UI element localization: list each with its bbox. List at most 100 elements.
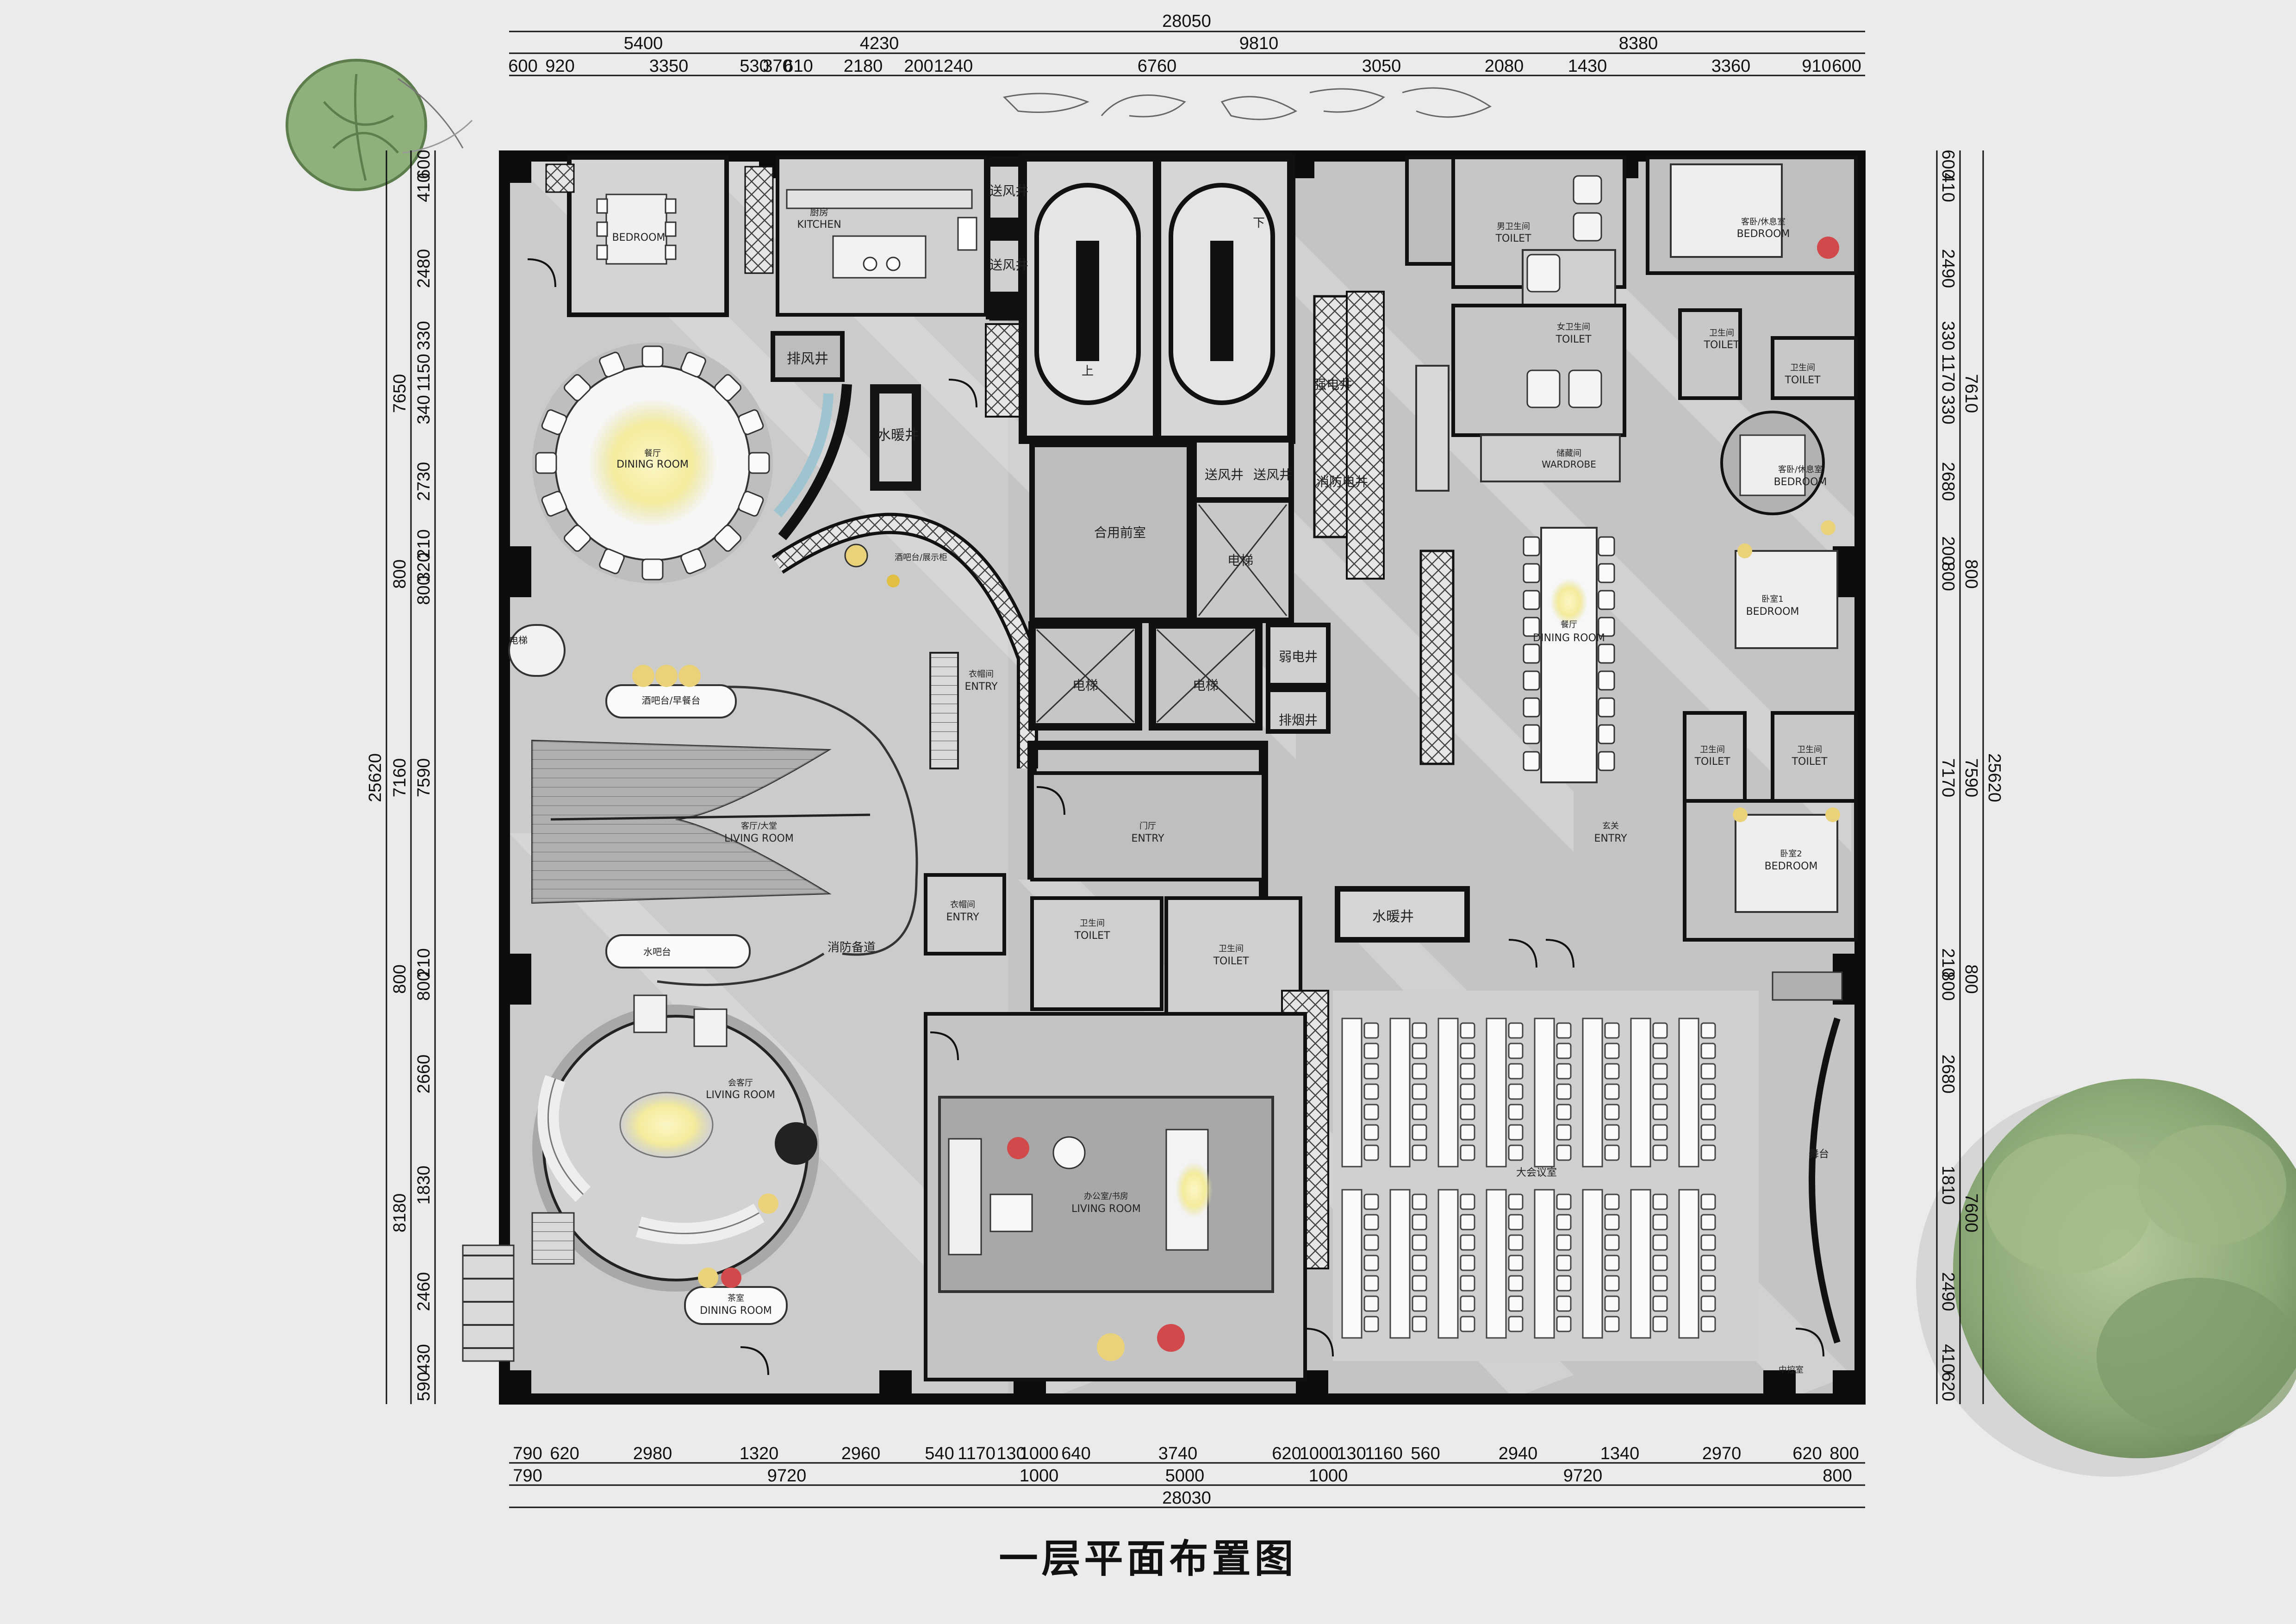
dim-left-d3: 330 bbox=[414, 321, 434, 350]
conference-seat bbox=[1604, 1104, 1620, 1120]
label-toilet-c-cn: 卫生间 bbox=[1700, 745, 1725, 755]
conference-seat bbox=[1460, 1275, 1475, 1292]
curved-glass-wall bbox=[773, 384, 852, 540]
conference-seat bbox=[1460, 1144, 1475, 1161]
conference-seat bbox=[1363, 1043, 1379, 1059]
dim-bottom-total: 28030 bbox=[1162, 1488, 1211, 1508]
tree-bottom-right bbox=[1916, 1079, 2296, 1477]
dim-right-d11: 800 bbox=[1938, 971, 1958, 1000]
conference-seat bbox=[1508, 1144, 1524, 1161]
right-bedrooms bbox=[1646, 156, 1858, 942]
label-dining: DINING ROOM bbox=[616, 459, 689, 470]
label-suite-a-cn: 客卧/休息室 bbox=[1741, 217, 1786, 227]
label-tea-cn: 茶室 bbox=[728, 1293, 744, 1303]
label-songfeng-d: 送风井 bbox=[1253, 467, 1292, 482]
conference-desk bbox=[1341, 1189, 1363, 1339]
dim-right-total: 25620 bbox=[1985, 753, 2004, 802]
conference-seat bbox=[1652, 1255, 1668, 1271]
dim-bottom-d20: 800 bbox=[1829, 1444, 1859, 1463]
dim-left-d15: 2460 bbox=[414, 1272, 434, 1312]
dining-chair bbox=[1598, 697, 1615, 718]
label-lift-c: 电梯 bbox=[1193, 678, 1219, 693]
conference-seat bbox=[1604, 1043, 1620, 1059]
label-bedroom-top-left: BEDROOM bbox=[612, 232, 666, 244]
conference-desk bbox=[1582, 1189, 1603, 1339]
dim-bottom-mid-7: 800 bbox=[1823, 1466, 1852, 1486]
conference-seat bbox=[1556, 1124, 1572, 1141]
dim-bottom-mid-6: 9720 bbox=[1563, 1466, 1603, 1486]
conference-seat bbox=[1604, 1295, 1620, 1312]
dining-chair bbox=[535, 452, 557, 474]
conference-seat bbox=[1556, 1255, 1572, 1271]
label-entry-a: ENTRY bbox=[964, 681, 998, 693]
label-shuinuan2: 水暖井 bbox=[1372, 909, 1414, 925]
conference-seat bbox=[1460, 1234, 1475, 1251]
dim-right-d4: 1170 bbox=[1938, 354, 1958, 392]
dim-top-d8: 1240 bbox=[934, 56, 973, 76]
dim-left-d17: 590 bbox=[414, 1372, 434, 1401]
conference-seat bbox=[1652, 1063, 1668, 1080]
conference-desk bbox=[1341, 1018, 1363, 1168]
conference-seat bbox=[1556, 1144, 1572, 1161]
label-stair-up: 上 bbox=[1082, 364, 1094, 378]
conference-seat bbox=[1700, 1255, 1716, 1271]
office bbox=[924, 1012, 1307, 1381]
label-bed2-cn: 卧室2 bbox=[1780, 849, 1802, 859]
label-meeting-living: LIVING ROOM bbox=[706, 1089, 775, 1101]
dim-bottom-d16: 2940 bbox=[1499, 1444, 1538, 1463]
dim-left-d10: 7590 bbox=[414, 758, 434, 798]
conference-seat bbox=[1700, 1043, 1716, 1059]
conference-seat bbox=[1556, 1063, 1572, 1080]
conference-seat bbox=[1652, 1124, 1668, 1141]
conference-seat bbox=[1556, 1193, 1572, 1210]
dim-top-d14: 910 bbox=[1802, 56, 1831, 76]
dining-chair bbox=[738, 409, 764, 435]
conference-seat bbox=[1700, 1193, 1716, 1210]
conference-seat bbox=[1460, 1214, 1475, 1230]
conference-desk bbox=[1678, 1018, 1699, 1168]
dim-top-d4: 370 bbox=[763, 56, 792, 76]
label-bed1-cn: 卧室1 bbox=[1761, 594, 1783, 604]
conference-seat bbox=[1363, 1022, 1379, 1039]
dim-right-mid-1: 7610 bbox=[1961, 374, 1981, 413]
conference-seat bbox=[1412, 1255, 1427, 1271]
conference-seat bbox=[1700, 1316, 1716, 1332]
dim-bottom-d14: 1160 bbox=[1365, 1444, 1403, 1463]
dim-top-mid-4: 8380 bbox=[1619, 34, 1658, 53]
toilets-top bbox=[1346, 156, 1626, 580]
conference-seat bbox=[1412, 1316, 1427, 1332]
label-ruodian: 弱电井 bbox=[1279, 649, 1318, 664]
label-office-cn: 办公室/书房 bbox=[1084, 1192, 1128, 1201]
conference-seat bbox=[1700, 1063, 1716, 1080]
dining-chair bbox=[1523, 697, 1540, 718]
conference-seat bbox=[1556, 1234, 1572, 1251]
conference-seat bbox=[1460, 1295, 1475, 1312]
dims-right: 25620 7610 800 7590 800 7600 600 410 249… bbox=[1938, 150, 2004, 1401]
dim-left-d11: 210 bbox=[414, 948, 434, 977]
conference-desk bbox=[1630, 1018, 1651, 1168]
label-wardrobe-cn: 储藏间 bbox=[1556, 449, 1581, 458]
conference-seat bbox=[1556, 1295, 1572, 1312]
label-hall-main: ENTRY bbox=[1594, 833, 1627, 844]
label-wine-display: 酒吧台/展示柜 bbox=[895, 553, 947, 562]
dim-right-mid-2: 800 bbox=[1961, 559, 1981, 588]
dim-right-d13: 1810 bbox=[1938, 1166, 1958, 1205]
dim-left-d4: 1150 bbox=[414, 354, 434, 392]
label-paiyan: 排烟井 bbox=[1279, 712, 1318, 728]
dim-bottom-d3: 1320 bbox=[740, 1444, 779, 1463]
label-control-cn: 中控室 bbox=[1779, 1365, 1804, 1375]
dim-right-d16: 620 bbox=[1938, 1372, 1958, 1401]
conference-hall bbox=[1333, 971, 1843, 1361]
conference-seat bbox=[1412, 1275, 1427, 1292]
dim-top-d9: 6760 bbox=[1138, 56, 1177, 76]
conference-seat bbox=[1412, 1083, 1427, 1100]
label-stair-down: 下 bbox=[1253, 216, 1265, 230]
label-conference-cn: 大会议室 bbox=[1516, 1167, 1557, 1179]
label-hall-entry: ENTRY bbox=[1131, 833, 1164, 844]
label-toilet-e: TOILET bbox=[1074, 930, 1110, 942]
conference-seat bbox=[1652, 1234, 1668, 1251]
dim-right-d10: 210 bbox=[1938, 948, 1958, 977]
dining-chair bbox=[1523, 643, 1540, 664]
dim-top-mid-1: 5400 bbox=[624, 34, 663, 53]
dining-chair bbox=[541, 491, 567, 517]
